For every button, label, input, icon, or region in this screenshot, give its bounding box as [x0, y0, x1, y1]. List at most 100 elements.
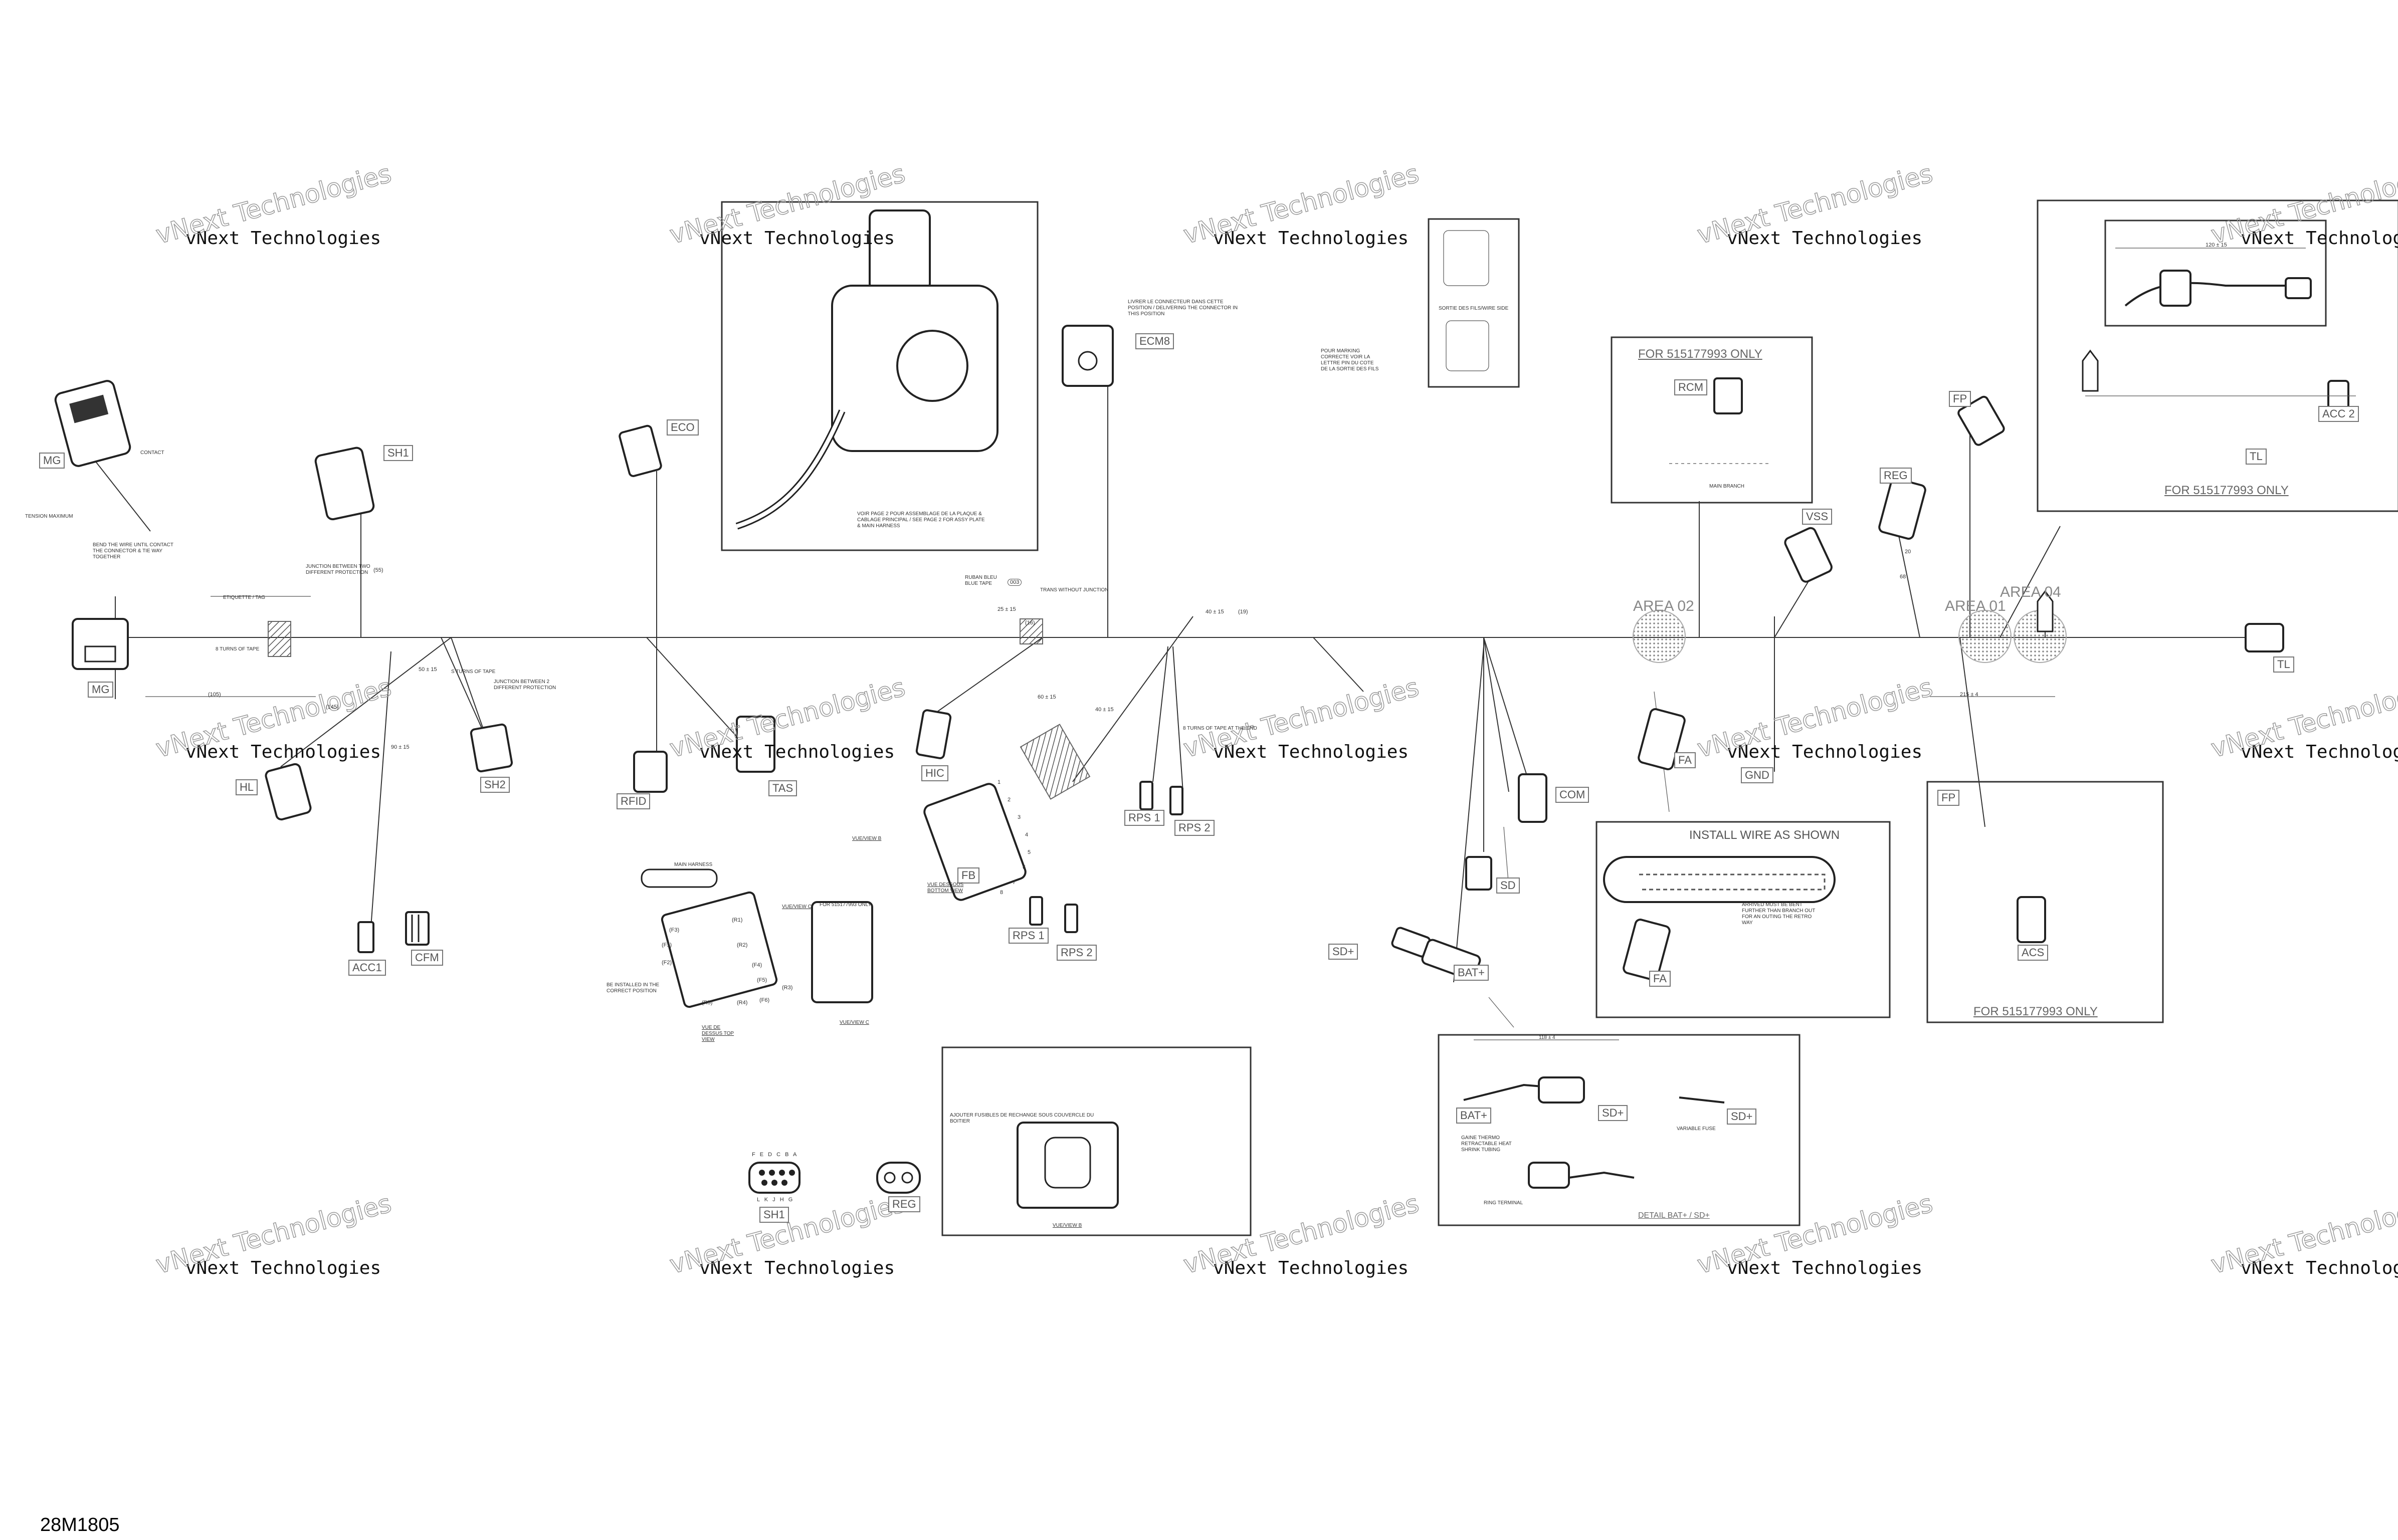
- label-install-wire: INSTALL WIRE AS SHOWN: [1689, 828, 1840, 842]
- tag-vss: VSS: [1802, 509, 1833, 525]
- tag-fp2: FP: [1937, 790, 1960, 806]
- connector-mg-top: [54, 380, 131, 467]
- dim-25: 25 ± 15: [997, 606, 1016, 612]
- tag-rps2: RPS 2: [1174, 820, 1215, 836]
- tag-tl: TL: [2273, 656, 2294, 673]
- watermark-text: vNext Technologies: [1213, 742, 1409, 762]
- tag-com: COM: [1555, 787, 1589, 803]
- connector-cfm: [405, 911, 430, 946]
- tag-fp: FP: [1949, 391, 1971, 407]
- connector-fp: [1957, 395, 2005, 446]
- tag-rps1-b: RPS 1: [1009, 928, 1049, 944]
- pinout-sh1: [748, 1162, 801, 1194]
- pins-sh1-bottom: L K J H G: [757, 1197, 794, 1203]
- label-detail-bat: DETAIL BAT+ / SD+: [1638, 1211, 1710, 1220]
- connector-hl: [265, 763, 312, 821]
- dim-40a: 40 ± 15: [1206, 609, 1224, 615]
- tag-sh1-pin: SH1: [759, 1207, 789, 1223]
- connector-mg: [72, 618, 129, 670]
- inset-ecm8-detail: [1428, 218, 1520, 388]
- area-02-marker: [1633, 610, 1686, 663]
- pin-fb-4: 4: [1025, 832, 1029, 838]
- label-vue-dessous: VUE DESSOUS BOTTOM VIEW: [927, 882, 964, 894]
- connector-sh2: [470, 723, 513, 773]
- connector-hic: [915, 709, 952, 759]
- note-junction-two: JUNCTION BETWEEN TWO DIFFERENT PROTECTIO…: [306, 564, 370, 575]
- watermark-text: vNext Technologies: [2241, 228, 2398, 249]
- tag-hic: HIC: [921, 765, 948, 781]
- fuse-r4: (R4): [737, 1000, 748, 1006]
- connector-tas: [736, 716, 775, 773]
- tag-sh1: SH1: [383, 445, 413, 461]
- inset-install-wire: [1595, 821, 1891, 1018]
- note-mettre: POUR MARKING CORRECTE VOIR LA LETTRE PIN…: [1321, 348, 1379, 372]
- note-bend-wire: BEND THE WIRE UNTIL CONTACT THE CONNECTO…: [93, 542, 173, 560]
- dim-215: 215 ± 4: [1960, 692, 1978, 698]
- tape-junction-2: [1020, 618, 1043, 644]
- dim-16: (16): [1025, 620, 1035, 626]
- note-ring: RING TERMINAL: [1484, 1200, 1523, 1206]
- dim-105: (105): [208, 692, 221, 698]
- label-for-only-tl: FOR 515177993 ONLY: [2164, 484, 2289, 497]
- fuse-r5: (R5): [702, 1000, 713, 1006]
- pin-fb-6: 6: [1023, 864, 1026, 870]
- dim-19: (19): [1238, 609, 1248, 615]
- tag-sh2: SH2: [480, 777, 510, 793]
- connector-com: [1518, 773, 1547, 823]
- tag-mg-top: MG: [39, 453, 65, 469]
- note-sortie: SORTIE DES FILS/WIRE SIDE: [1439, 306, 1509, 311]
- dim-55: (55): [373, 567, 383, 573]
- label-area-01: AREA 01: [1945, 598, 2006, 614]
- tag-fa: FA: [1674, 752, 1696, 768]
- fuse-f3: (F3): [669, 927, 680, 933]
- watermark-text: vNext Technologies: [2241, 742, 2398, 762]
- note-turns-end: 8 TURNS OF TAPE AT THE END: [1183, 726, 1257, 731]
- note-ruban-bleu: RUBAN BLEU BLUE TAPE: [965, 575, 997, 586]
- note-main-harness: MAIN HARNESS: [674, 862, 713, 867]
- fuse-f4: (F4): [752, 962, 762, 968]
- tag-rps2-b: RPS 2: [1057, 945, 1097, 961]
- note-arrive: ARRIVED MUST BE BENT FURTHER THAN BRANCH…: [1742, 902, 1816, 926]
- tag-sd-plus-detail-1: SD+: [1598, 1105, 1628, 1121]
- note-voir-page: VOIR PAGE 2 POUR ASSEMBLAGE DE LA PLAQUE…: [857, 511, 985, 529]
- fuse-f6: (F6): [759, 997, 770, 1003]
- tag-acs: ACS: [2018, 945, 2049, 961]
- note-contact: CONTACT: [140, 450, 164, 456]
- dimension-lines: [145, 248, 2356, 1040]
- connector-tl: [2245, 623, 2284, 652]
- label-vue-c2: VUE/VIEW C: [840, 1020, 869, 1025]
- watermark-text: vNext Technologies: [1213, 228, 1409, 249]
- tag-gnd: GND: [1741, 767, 1773, 783]
- note-main-branch: MAIN BRANCH: [1709, 484, 1745, 489]
- label-vue-c: VUE/VIEW C: [782, 904, 812, 910]
- tag-reg-pin: REG: [888, 1196, 920, 1212]
- drawing-code: 28M1805: [40, 1514, 120, 1535]
- dim-145: (145): [326, 704, 339, 710]
- inset-ecm-drawing: [735, 209, 998, 530]
- watermark-text: vNext Technologies: [699, 742, 895, 762]
- tape-junction-3: [1020, 724, 1091, 800]
- note-shrink: GAINE THERMO RETRACTABLE HEAT SHRINK TUB…: [1461, 1135, 1512, 1153]
- fuse-r1: (R1): [732, 917, 743, 923]
- dim-68: 68: [1900, 574, 1906, 580]
- pins-sh1-top: F E D C B A: [752, 1152, 798, 1158]
- tape-junction-1: [268, 621, 291, 657]
- pin-fb-1: 1: [997, 779, 1001, 785]
- fuse-r3: (R3): [782, 985, 793, 991]
- watermark-text: vNext Technologies: [699, 228, 895, 249]
- note-variable-fuse: VARIABLE FUSE: [1677, 1126, 1716, 1132]
- label-vue-b: VUE/VIEW B: [852, 836, 882, 841]
- label-for-only-acs: FOR 515177993 ONLY: [1973, 1005, 2098, 1018]
- dim-120: 120 ± 15: [2206, 242, 2227, 248]
- tag-sd-plus-detail-2: SD+: [1727, 1109, 1757, 1125]
- watermark-text: vNext Technologies: [185, 742, 381, 762]
- fuse-box-top-view: [641, 868, 873, 1008]
- tag-sd-plus: SD+: [1328, 944, 1358, 960]
- inset-view-b: [941, 1046, 1252, 1236]
- connector-rfid: [633, 751, 668, 793]
- tag-acc2: ACC 2: [2318, 406, 2359, 422]
- connector-ecm8: [1062, 325, 1114, 387]
- tag-ecm8: ECM8: [1135, 333, 1174, 349]
